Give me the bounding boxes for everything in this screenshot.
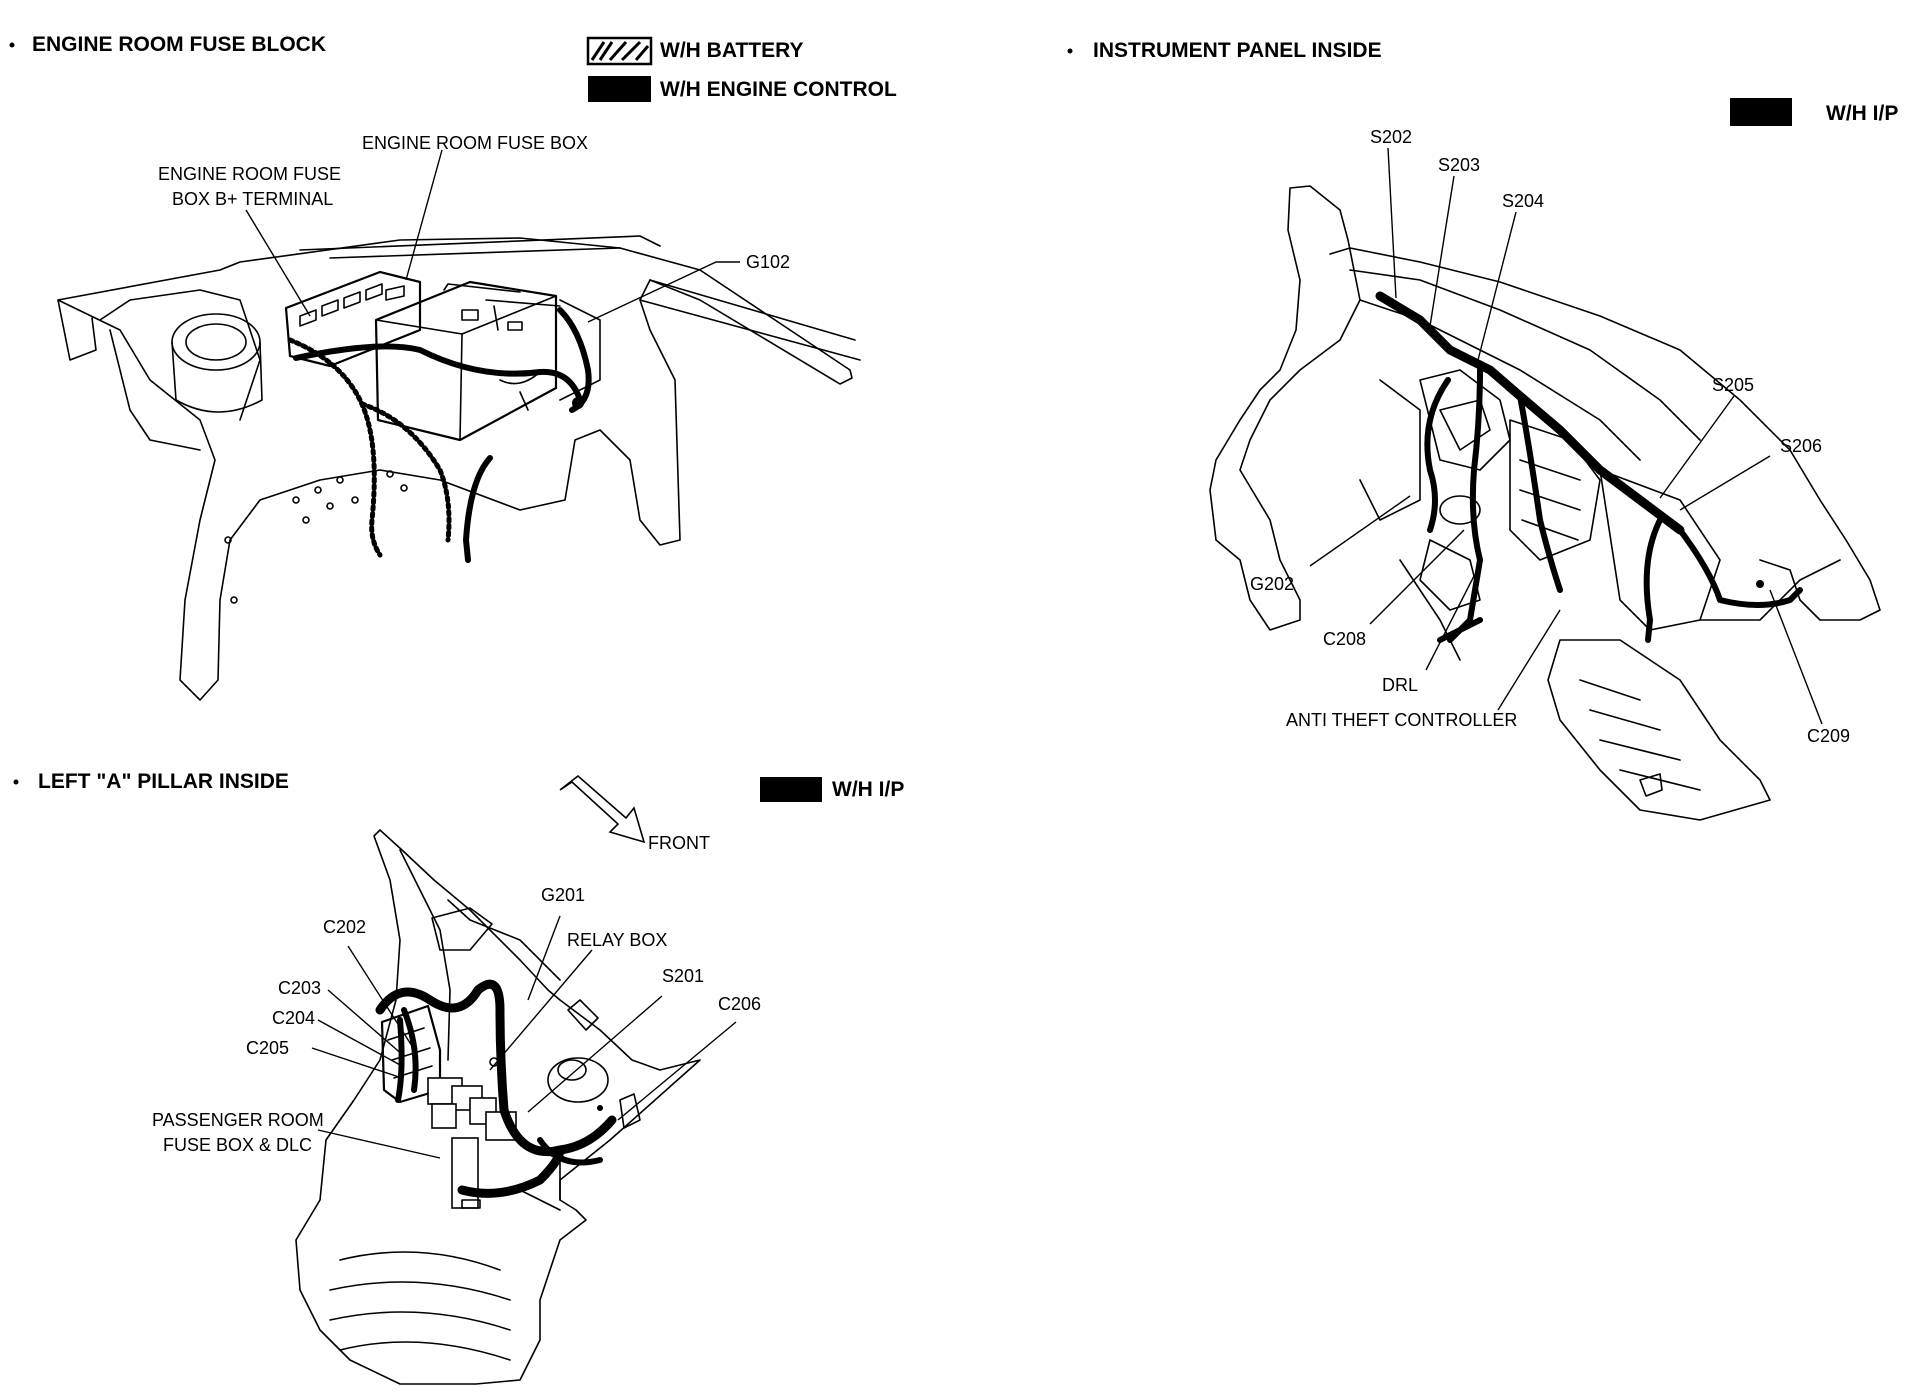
- label-g202: G202: [1250, 574, 1294, 594]
- section-title: INSTRUMENT PANEL INSIDE: [1093, 39, 1382, 62]
- label-s205: S205: [1712, 375, 1754, 395]
- instrument-panel-drawing: [1209, 147, 1881, 821]
- label-relay-box: RELAY BOX: [567, 930, 667, 950]
- front-arrow-icon: [559, 774, 646, 844]
- legend-label: W/H BATTERY: [660, 39, 803, 62]
- section-title: ENGINE ROOM FUSE BLOCK: [32, 33, 326, 56]
- label-engine-room-fuse-box: ENGINE ROOM FUSE BOX: [362, 133, 588, 153]
- bullet-icon: [1067, 48, 1073, 54]
- label-anti-theft-controller: ANTI THEFT CONTROLLER: [1286, 710, 1517, 730]
- label-g201: G201: [541, 885, 585, 905]
- label-drl: DRL: [1382, 675, 1418, 695]
- legend-engine-control: W/H ENGINE CONTROL: [588, 76, 897, 102]
- section-engine-room: ENGINE ROOM FUSE BLOCK: [9, 33, 326, 56]
- label-c206: C206: [718, 994, 761, 1014]
- label-b-terminal-line2: BOX B+ TERMINAL: [172, 189, 333, 209]
- label-c205: C205: [246, 1038, 289, 1058]
- legend-label: W/H I/P: [1826, 102, 1898, 125]
- legend-label: W/H ENGINE CONTROL: [660, 78, 897, 101]
- label-passenger-line2: FUSE BOX & DLC: [163, 1135, 312, 1155]
- legend-ip-panel: W/H I/P: [1730, 98, 1898, 126]
- label-g102: G102: [746, 252, 790, 272]
- bullet-icon: [9, 42, 15, 48]
- solid-swatch: [1730, 98, 1792, 126]
- label-s201: S201: [662, 966, 704, 986]
- label-b-terminal-line1: ENGINE ROOM FUSE: [158, 164, 341, 184]
- label-c204: C204: [272, 1008, 315, 1028]
- bullet-icon: [13, 779, 19, 785]
- hatch-pattern-icon: [590, 40, 650, 62]
- engine-room-drawing: [57, 149, 861, 701]
- label-c202: C202: [323, 917, 366, 937]
- a-pillar-drawing: [295, 829, 737, 1385]
- legend-label: W/H I/P: [832, 778, 904, 801]
- solid-swatch: [760, 777, 822, 802]
- solid-swatch: [588, 76, 651, 102]
- label-s206: S206: [1780, 436, 1822, 456]
- label-front: FRONT: [648, 833, 710, 853]
- label-c209: C209: [1807, 726, 1850, 746]
- legend-ip-a-pillar: W/H I/P: [760, 777, 904, 802]
- section-a-pillar: LEFT "A" PILLAR INSIDE: [13, 770, 289, 793]
- label-s202: S202: [1370, 127, 1412, 147]
- label-c203: C203: [278, 978, 321, 998]
- section-instrument-panel: INSTRUMENT PANEL INSIDE: [1067, 39, 1382, 62]
- label-c208: C208: [1323, 629, 1366, 649]
- label-s204: S204: [1502, 191, 1544, 211]
- label-passenger-line1: PASSENGER ROOM: [152, 1110, 324, 1130]
- legend-battery: W/H BATTERY: [586, 36, 803, 66]
- section-title: LEFT "A" PILLAR INSIDE: [38, 770, 289, 793]
- label-s203: S203: [1438, 155, 1480, 175]
